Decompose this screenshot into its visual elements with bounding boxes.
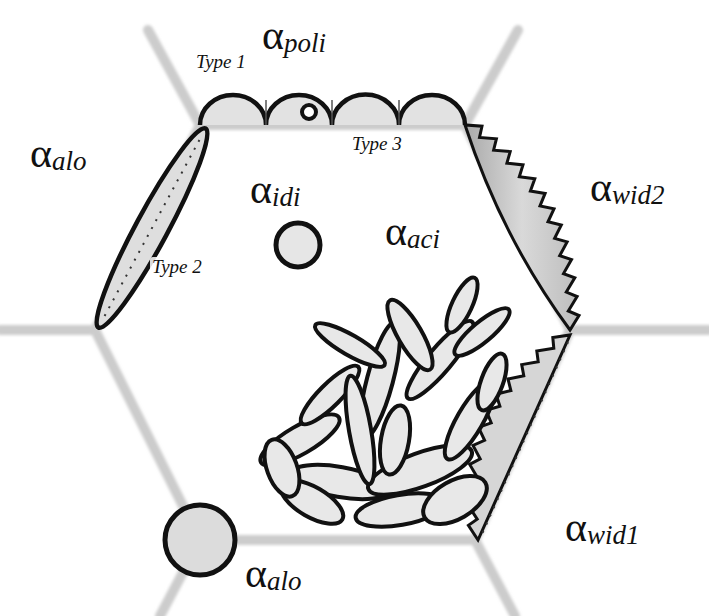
allo-cell-elongated [84, 121, 219, 335]
subscript: poli [284, 28, 326, 58]
alpha-symbol: α [565, 504, 587, 550]
aci-crystal [440, 274, 483, 337]
polar-cells [200, 95, 465, 125]
subscript: idi [272, 182, 301, 212]
aci-crystal [258, 435, 307, 502]
subscript: aci [407, 224, 440, 254]
type-label: Type 2 [150, 257, 204, 276]
alpha-symbol: α [262, 12, 284, 58]
subscript: wid1 [587, 520, 640, 550]
type-label: Type 1 [196, 52, 246, 71]
type-label: Type 3 [352, 134, 402, 153]
honeycomb-walls [0, 30, 709, 616]
wid2-cell [465, 125, 579, 330]
aci-crystal [375, 403, 415, 477]
subscript: alo [52, 146, 87, 176]
aci-crystal [380, 294, 441, 375]
cell-type-label: αwid1 [565, 506, 640, 549]
aci-crystal [310, 316, 389, 373]
subscript: alo [267, 566, 302, 596]
subscript: wid2 [612, 180, 665, 210]
alpha-symbol: α [30, 130, 52, 176]
wid1-cell [468, 335, 570, 540]
cell-type-label: αalo [30, 132, 87, 175]
aci-crystal-pile [254, 274, 515, 534]
allo-cell-round [165, 505, 235, 575]
aci-crystal [471, 350, 512, 414]
cell-type-label: αalo [245, 552, 302, 595]
cell-type-label: αpoli [262, 14, 326, 57]
aci-crystal [340, 374, 381, 486]
alpha-symbol: α [590, 164, 612, 210]
alpha-symbol: α [250, 166, 272, 212]
cell-type-label: αaci [385, 210, 440, 253]
alpha-symbol: α [245, 550, 267, 596]
aci-crystal [415, 466, 495, 534]
idi-cell [276, 223, 320, 267]
cell-type-label: αidi [250, 168, 301, 211]
alpha-symbol: α [385, 208, 407, 254]
cell-type-label: αwid2 [590, 166, 665, 209]
